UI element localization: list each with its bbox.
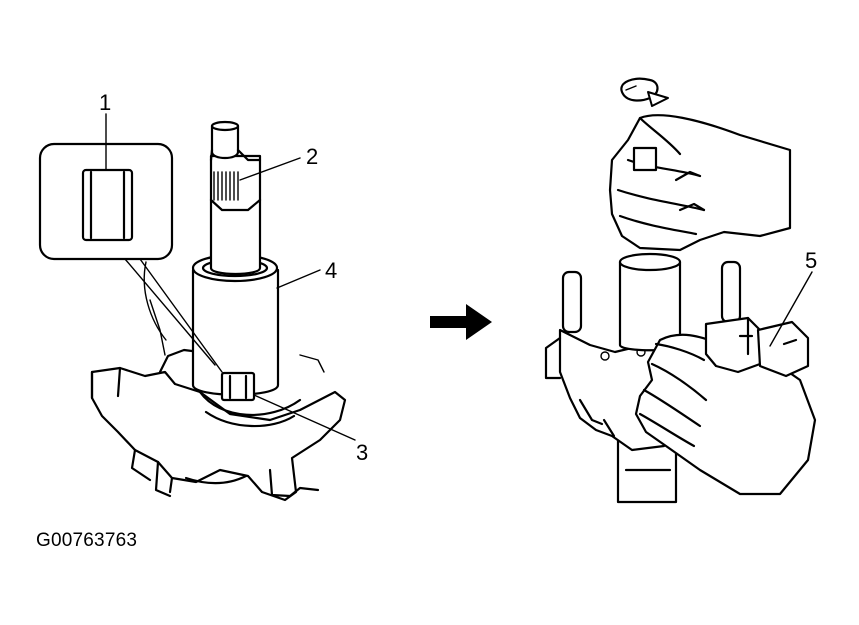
- callout-3: 3: [356, 440, 368, 465]
- column-tube-right: [618, 252, 682, 352]
- leader-4: [276, 269, 321, 289]
- left-illustration: 1 2 4 3: [38, 90, 368, 502]
- callout-1: 1: [99, 90, 111, 115]
- leader-2: [239, 157, 301, 181]
- rotate-arrow-icon: [620, 77, 669, 107]
- bushing-part-3: [220, 371, 256, 402]
- right-illustration: 5: [544, 77, 817, 504]
- lower-hand: [634, 333, 817, 496]
- steering-housing-base: [90, 261, 347, 502]
- leader-5: [769, 271, 813, 347]
- right-arrow-icon: [430, 304, 492, 340]
- callout-5: 5: [805, 248, 817, 273]
- upper-hand: [608, 114, 792, 252]
- leader-3: [253, 394, 356, 441]
- inset-magnified-view: [38, 142, 223, 373]
- callout-2: 2: [306, 144, 318, 169]
- clamp-part-5: [704, 316, 810, 378]
- callout-4: 4: [325, 258, 337, 283]
- figure-code: G00763763: [36, 530, 138, 551]
- steering-shaft: [209, 120, 262, 276]
